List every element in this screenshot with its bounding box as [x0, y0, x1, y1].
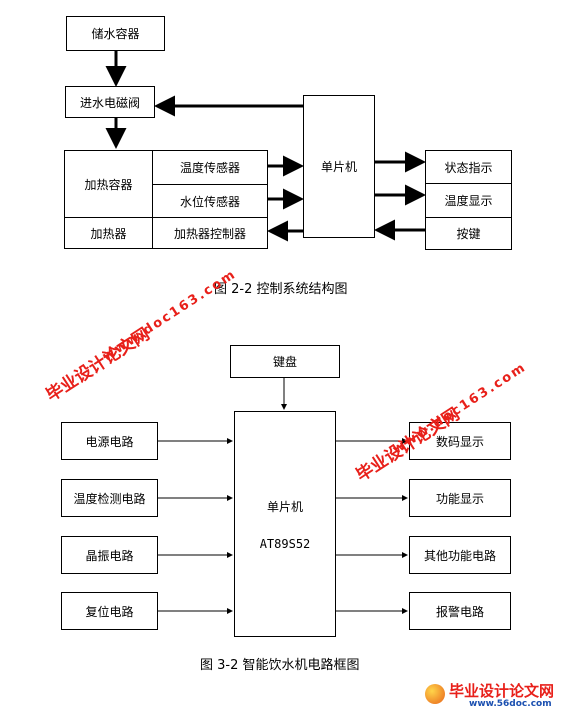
- water-tank-box: 储水容器: [66, 16, 165, 51]
- keys-label: 按键: [456, 227, 481, 241]
- level-sensor-label: 水位传感器: [179, 194, 240, 209]
- status-indicator-box: 状态指示: [425, 150, 512, 184]
- mcu-model-label: AT89S52: [259, 536, 311, 551]
- func-display-box: 功能显示: [409, 479, 511, 517]
- reset-box: 复位电路: [61, 592, 158, 630]
- temp-detect-box: 温度检测电路: [61, 479, 158, 517]
- alarm-box: 报警电路: [409, 592, 511, 630]
- mcu-box-fig1: 单片机: [303, 95, 375, 238]
- water-tank-label: 储水容器: [91, 27, 140, 41]
- heater-label: 加热器: [90, 226, 127, 241]
- temp-detect-label: 温度检测电路: [73, 491, 146, 506]
- keyboard-label: 键盘: [272, 355, 297, 369]
- mcu-box-fig2: 单片机 AT89S52: [234, 411, 336, 637]
- other-func-label: 其他功能电路: [423, 548, 496, 563]
- temp-display-label: 温度显示: [444, 194, 493, 208]
- digit-display-label: 数码显示: [435, 434, 484, 449]
- inlet-valve-box: 进水电磁阀: [65, 86, 155, 118]
- func-display-label: 功能显示: [435, 491, 484, 506]
- inlet-valve-label: 进水电磁阀: [79, 95, 140, 110]
- digit-display-box: 数码显示: [409, 422, 511, 460]
- site-logo: 毕业设计论文网 www.56doc.com: [425, 680, 573, 710]
- heating-tank-label: 加热容器: [84, 177, 133, 192]
- other-func-box: 其他功能电路: [409, 536, 511, 574]
- heating-tank-box: 加热容器: [64, 150, 153, 218]
- logo-globe-icon: [425, 684, 445, 704]
- heater-box: 加热器: [64, 217, 153, 249]
- keys-box: 按键: [425, 217, 512, 250]
- level-sensor-box: 水位传感器: [152, 184, 268, 218]
- fig2-caption: 图 3-2 智能饮水机电路框图: [200, 658, 360, 673]
- temp-display-box: 温度显示: [425, 183, 512, 218]
- crystal-label: 晶振电路: [85, 548, 134, 563]
- mcu-label-fig2: 单片机: [266, 499, 303, 514]
- status-indicator-label: 状态指示: [444, 160, 493, 175]
- heater-controller-box: 加热器控制器: [152, 217, 268, 249]
- crystal-box: 晶振电路: [61, 536, 158, 574]
- mcu-label-fig1: 单片机: [320, 160, 357, 174]
- alarm-label: 报警电路: [435, 604, 484, 619]
- reset-label: 复位电路: [85, 604, 134, 619]
- temp-sensor-label: 温度传感器: [179, 161, 240, 175]
- keyboard-box: 键盘: [230, 345, 340, 378]
- logo-url: www.56doc.com: [469, 699, 552, 709]
- temp-sensor-box: 温度传感器: [152, 150, 268, 185]
- power-circuit-label: 电源电路: [85, 434, 134, 449]
- fig1-caption: 图 2-2 控制系统结构图: [214, 282, 348, 297]
- logo-cn: 毕业设计论文网: [449, 682, 555, 700]
- power-circuit-box: 电源电路: [61, 422, 158, 460]
- heater-controller-label: 加热器控制器: [173, 226, 246, 241]
